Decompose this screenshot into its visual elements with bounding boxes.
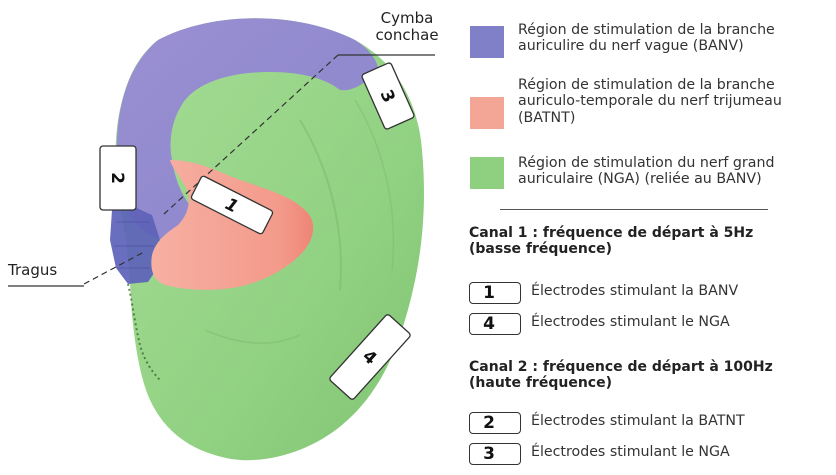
electrode-key-number-2: 2 [469, 412, 509, 434]
electrode-key-number-4: 4 [469, 313, 509, 335]
electrode-key-number-3: 3 [469, 443, 509, 465]
electrode-key-label-2: Électrodes stimulant la BATNT [531, 413, 745, 429]
legend-text-batnt: Région de stimulation de la branche auri… [518, 77, 836, 126]
electrode-key-label-3: Électrodes stimulant le NGA [531, 444, 730, 460]
legend-swatch-nga [470, 157, 504, 189]
legend-swatch-batnt [470, 97, 504, 129]
channel-1-title: Canal 1 : fréquence de départ à 5Hz (bas… [469, 225, 829, 257]
channel-2-title: Canal 2 : fréquence de départ à 100Hz (h… [469, 359, 829, 391]
electrode-key-label-4: Électrodes stimulant le NGA [531, 314, 730, 330]
legend-text-banv: Région de stimulation de la branche auri… [518, 22, 836, 55]
tragus-label: Tragus [8, 262, 84, 279]
electrode-key-label-1: Électrodes stimulant la BANV [531, 283, 738, 299]
electrode-tag-2-label: 2 [107, 172, 127, 184]
legend-swatch-banv [470, 26, 504, 58]
electrode-key-number-1: 1 [469, 282, 509, 304]
tragus-region [110, 205, 160, 284]
electrode-tag-2: 2 [100, 146, 136, 210]
cymba-conchae-label: Cymba conchae [352, 10, 462, 44]
legend-text-nga: Région de stimulation du nerf grand auri… [518, 155, 836, 188]
legend-divider [500, 209, 768, 210]
